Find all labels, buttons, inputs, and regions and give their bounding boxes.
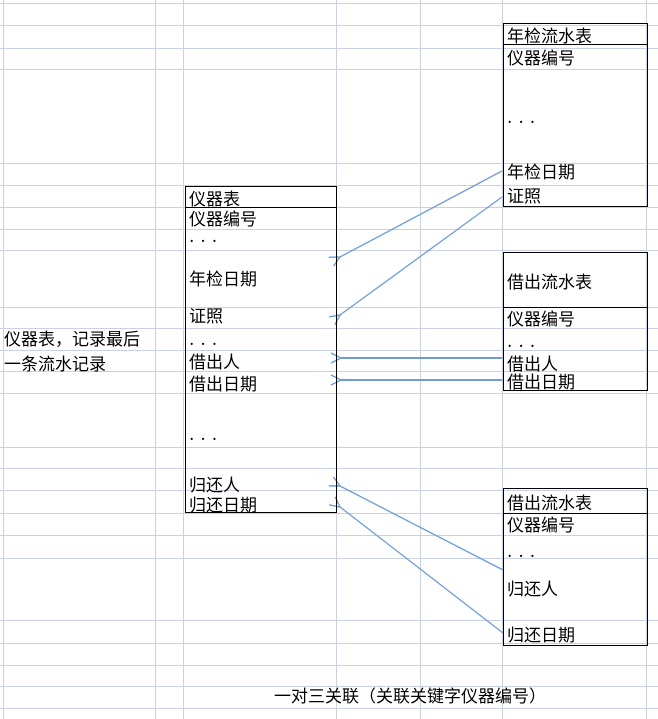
- table-box-instrument[interactable]: 仪器表 仪器编号 ... 年检日期 证照 ... 借出人 借出日期 ... 归还…: [185, 186, 337, 516]
- field-label: 借出人: [189, 353, 240, 373]
- table-box-return-log[interactable]: 借出流水表 仪器编号 ... 归还人 归还日期: [503, 488, 648, 646]
- table-title: 借出流水表: [504, 489, 647, 514]
- field-ellipsis: ...: [189, 227, 224, 247]
- field-label: 归还人: [189, 476, 240, 496]
- field-label: 证照: [189, 307, 223, 327]
- table-box-annual-inspection-log[interactable]: 年检流水表 仪器编号 ... 年检日期 证照: [503, 23, 648, 207]
- field-label: 仪器编号: [189, 210, 257, 230]
- field-label: 仪器编号: [507, 310, 575, 330]
- field-ellipsis: ...: [189, 425, 224, 445]
- caption-relationship-note: 一对三关联（关联关键字仪器编号）: [274, 687, 546, 707]
- table-box-lend-log[interactable]: 借出流水表 仪器编号 ... 借出人 借出日期: [503, 252, 648, 393]
- table-title: 仪器表: [186, 187, 336, 208]
- field-ellipsis: ...: [189, 330, 224, 350]
- relationship-arrows: [328, 170, 504, 634]
- connector-arrow[interactable]: [328, 496, 504, 634]
- connector-arrow[interactable]: [328, 476, 504, 571]
- connector-arrow[interactable]: [328, 196, 503, 326]
- field-label: 年检日期: [507, 163, 575, 183]
- field-label: 仪器编号: [507, 516, 575, 536]
- table-title: 借出流水表: [504, 253, 647, 308]
- field-label: 归还日期: [507, 626, 575, 646]
- field-ellipsis: ...: [507, 332, 542, 352]
- field-label: 借出日期: [507, 373, 575, 393]
- connector-arrow[interactable]: [328, 170, 503, 267]
- field-label: 仪器编号: [507, 49, 575, 69]
- table-title: 年检流水表: [504, 24, 647, 45]
- field-label: 借出日期: [189, 375, 257, 395]
- field-label: 归还人: [507, 580, 558, 600]
- field-ellipsis: ...: [507, 108, 542, 128]
- field-label: 归还日期: [189, 496, 257, 516]
- annotation-left-note: 仪器表，记录最后一条流水记录: [4, 330, 140, 375]
- field-ellipsis: ...: [507, 542, 542, 562]
- field-label: 借出人: [507, 355, 558, 375]
- field-label: 证照: [507, 187, 541, 207]
- field-label: 年检日期: [189, 270, 257, 290]
